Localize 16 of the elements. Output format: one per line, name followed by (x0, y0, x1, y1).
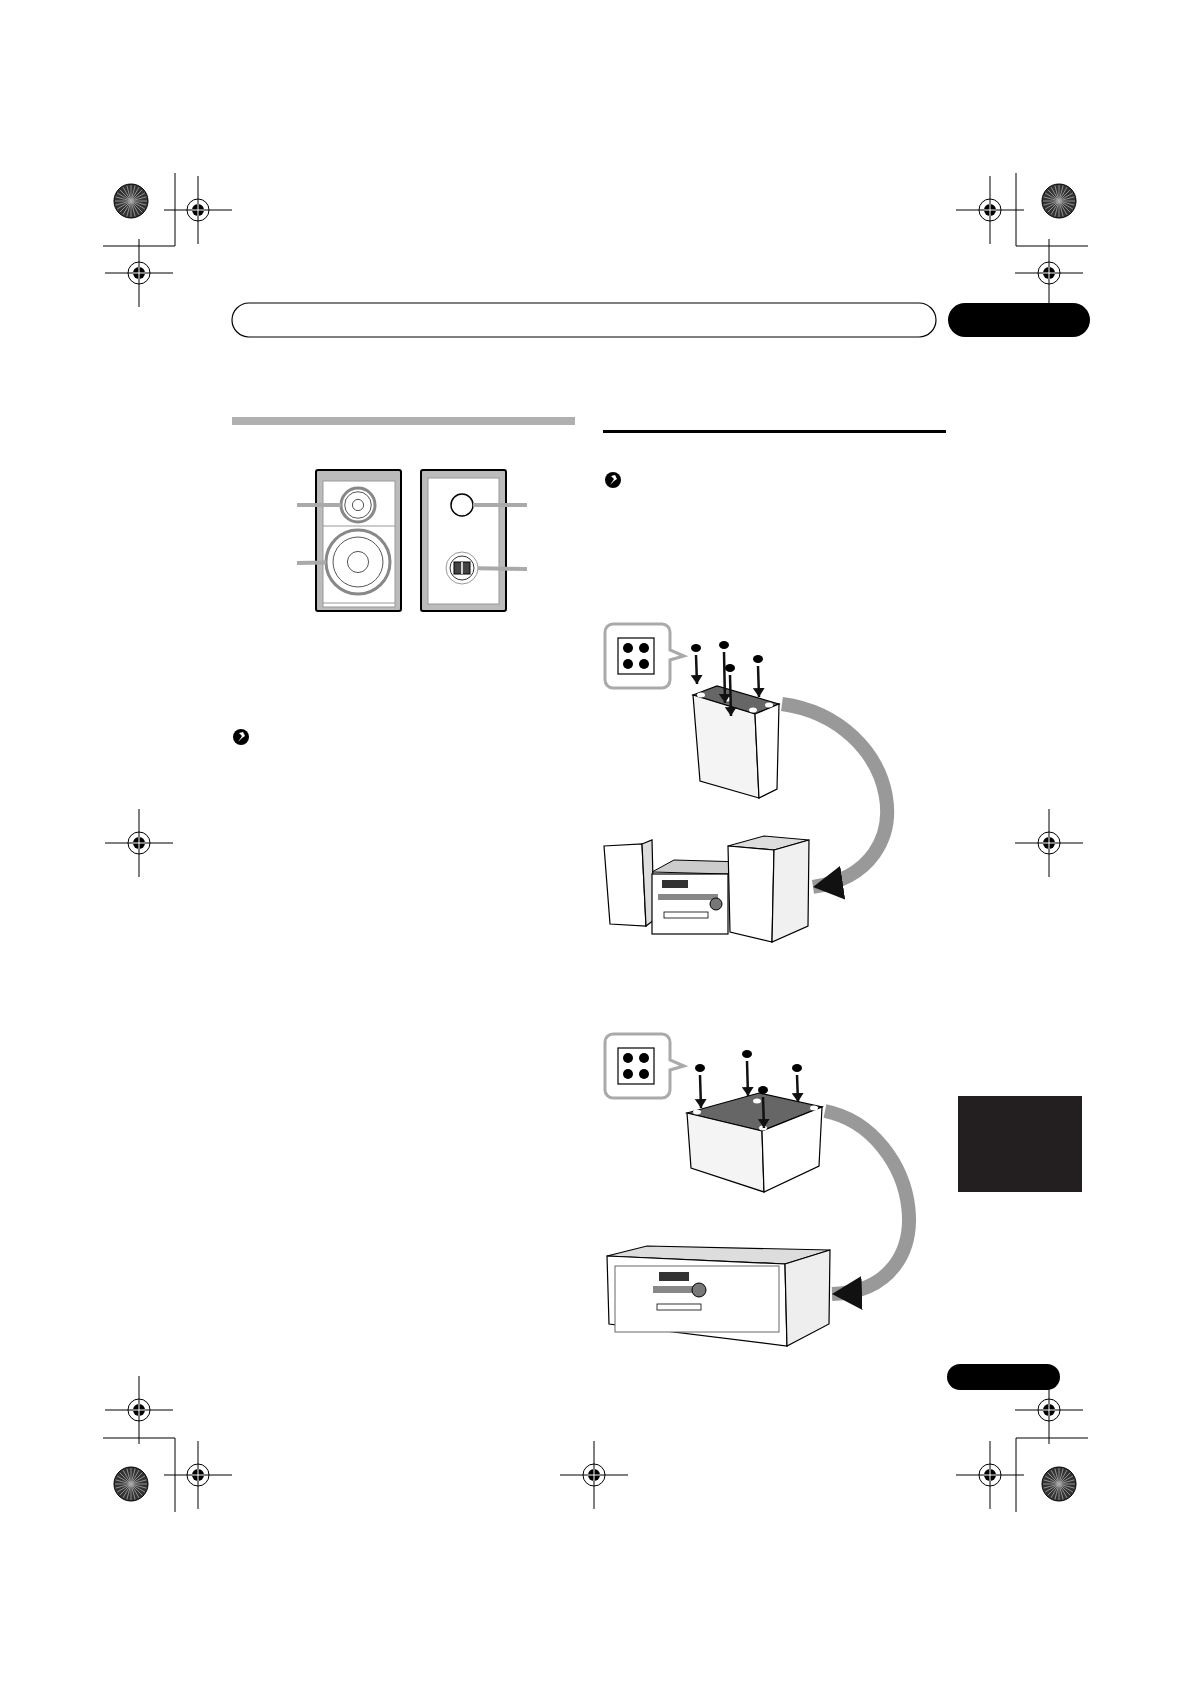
leader-line (296, 560, 327, 565)
leader-line (297, 503, 341, 507)
tweeter-driver (339, 486, 377, 524)
stereo-system-drawing (603, 835, 810, 943)
subwoofer-with-feet-drawing (684, 1092, 825, 1193)
side-tab (958, 1096, 1082, 1192)
speaker-with-feet-drawing (691, 685, 781, 799)
wide-stereo-system-drawing (606, 1245, 831, 1347)
leader-line (473, 503, 527, 507)
leader-line (477, 566, 528, 571)
curved-arrow (822, 1104, 916, 1307)
bass-port (450, 493, 474, 517)
page-number-tab (947, 1364, 1060, 1390)
chapter-tab (948, 303, 1090, 337)
speaker-terminal (445, 551, 479, 585)
woofer-driver (324, 528, 392, 596)
